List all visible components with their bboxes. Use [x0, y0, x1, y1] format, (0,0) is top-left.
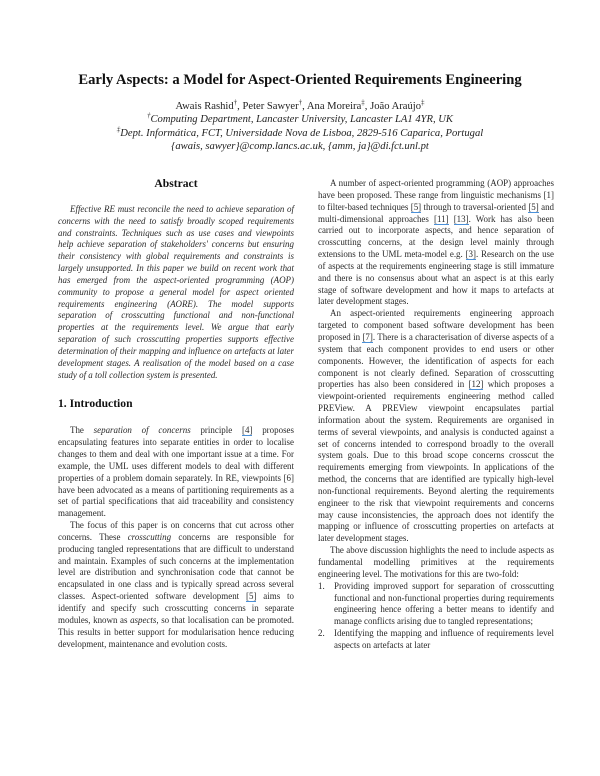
affiliation-2: ‡Dept. Informática, FCT, Universidade No… [0, 125, 600, 140]
motivation-list: 1. Providing improved support for separat… [318, 581, 554, 652]
citation-link-7[interactable]: [7] [362, 331, 373, 343]
citation-link-13[interactable]: [13] [453, 213, 469, 225]
intro-paragraph-4: An aspect-oriented requirements engineer… [318, 308, 554, 545]
author-name: Ana Moreira [306, 101, 362, 112]
abstract-text: Effective RE must reconcile the need to … [58, 203, 294, 380]
text-span: which proposes a viewpoint-oriented requ… [318, 379, 554, 544]
text-span: so that localisation can be promoted. Th… [58, 614, 294, 649]
affiliation-mark: ‡ [421, 98, 425, 107]
affiliation-text: Computing Department, Lancaster Universi… [150, 114, 453, 126]
affiliation-mark: † [233, 98, 238, 107]
text-span: The focus of this paper is on concerns t… [58, 520, 294, 542]
list-item: 1. Providing improved support for separat… [318, 581, 554, 628]
author-list: Awais Rashid†, Peter Sawyer†, Ana Moreir… [175, 98, 425, 112]
text-span: A number of aspect-oriented programming … [318, 178, 554, 212]
affiliation-mark: ‡ [116, 125, 121, 134]
text-span: aims to identify and specify such crossc… [58, 591, 294, 625]
affiliation-1: †Computing Department, Lancaster Univers… [0, 111, 600, 126]
intro-paragraph-3: A number of aspect-oriented programming … [318, 178, 554, 308]
citation-link-5[interactable]: [5] [246, 591, 257, 603]
text-span: The [70, 425, 94, 436]
text-span: concerns are responsible for producing t… [58, 531, 294, 602]
left-column: Abstract Effective RE must reconcile the… [58, 178, 294, 650]
emphasis: separation of concerns [93, 425, 191, 436]
section-heading-introduction: 1. Introduction [58, 396, 133, 410]
text-span: through to traversal-oriented [421, 201, 529, 212]
list-number: 1. [318, 580, 325, 591]
citation-link-5[interactable]: [5] [528, 201, 539, 213]
author-emails: {awais, sawyer}@comp.lancs.ac.uk, {amm, … [171, 141, 429, 153]
citation-link-12[interactable]: [12] [468, 379, 484, 391]
text-span: and multi-dimensional approaches [318, 201, 555, 224]
emphasis: crosscutting [127, 531, 172, 542]
citation-link-5[interactable]: [5] [410, 201, 422, 213]
text-span: An aspect-oriented requirements engineer… [318, 308, 554, 342]
emphasis: aspects, [130, 614, 159, 625]
citation-link-3[interactable]: [3] [465, 249, 476, 261]
text-span: . Research on the use of aspects at the … [318, 249, 554, 307]
affiliation-mark: ‡ [361, 98, 365, 107]
citation-link-11[interactable]: [11] [434, 213, 449, 225]
text-span: . There is a characterisation of diverse… [318, 331, 555, 390]
text-span: principle [190, 425, 243, 436]
intro-paragraph-5: The above discussion highlights the need… [318, 545, 554, 579]
intro-paragraph-1: The separation of concerns principle [4]… [58, 425, 294, 520]
author-name: Peter Sawyer [242, 101, 299, 112]
list-number: 2. [318, 628, 325, 639]
list-item: 2. Identifying the mapping and influence … [318, 628, 554, 652]
citation-link-4[interactable]: [4] [242, 425, 253, 437]
affiliation-mark: † [146, 111, 151, 120]
list-item-text: Providing improved support for separatio… [334, 580, 554, 627]
right-column: A number of aspect-oriented programming … [318, 178, 554, 652]
affiliation-text: Dept. Informática, FCT, Universidade Nov… [120, 127, 484, 139]
author-name: João Araújo [370, 101, 421, 112]
text-span: proposes encapsulating features into sep… [58, 425, 294, 519]
intro-paragraph-2: The focus of this paper is on concerns t… [58, 520, 294, 650]
list-item-text: Identifying the mapping and influence of… [334, 628, 554, 650]
abstract-heading: Abstract [154, 177, 198, 190]
text-span [449, 214, 454, 224]
paper-title: Early Aspects: a Model for Aspect-Orient… [78, 72, 522, 88]
author-block: Awais Rashid†, Peter Sawyer†, Ana Moreir… [0, 98, 600, 154]
text-span: . Work has also been carried out to inco… [318, 213, 555, 260]
affiliation-mark: † [298, 98, 303, 107]
author-name: Awais Rashid [175, 101, 234, 112]
